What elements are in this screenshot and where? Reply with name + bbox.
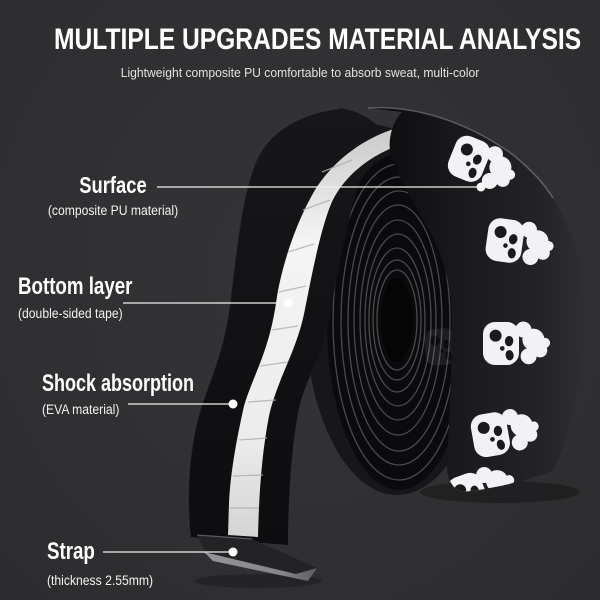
callout-shock-absorption: Shock absorption (EVA material) — [42, 370, 245, 417]
strap-label: Strap — [47, 538, 95, 565]
shock-absorption-callout-dot — [228, 399, 238, 409]
strap-end-blade — [196, 534, 317, 581]
skull-print-band — [367, 106, 584, 492]
callout-dots — [228, 182, 486, 557]
bottom-layer-label: Bottom layer — [18, 273, 133, 300]
shock-absorption-sublabel: (EVA material) — [42, 402, 120, 417]
coil-center-hole — [381, 278, 413, 362]
surface-callout-dot — [476, 182, 486, 192]
callout-surface: Surface (composite PU material) — [33, 172, 193, 218]
bottom-layer-sublabel: (double-sided tape) — [18, 306, 123, 321]
band-top-highlight — [367, 106, 554, 199]
shock-absorption-label: Shock absorption — [42, 370, 195, 397]
callout-lines — [103, 186, 481, 553]
bottom-layer-callout-dot — [283, 298, 293, 308]
tape-segment-lines — [230, 159, 353, 509]
page-subtitle: Lightweight composite PU comfortable to … — [120, 66, 480, 80]
strap-callout-dot — [228, 547, 238, 557]
callout-strap: Strap (thickness 2.55mm) — [47, 538, 165, 588]
surface-sublabel: (composite PU material) — [47, 203, 179, 218]
page-title: MULTIPLE UPGRADES MATERIAL ANALYSIS — [54, 23, 582, 56]
strap-sublabel: (thickness 2.55mm) — [47, 573, 154, 588]
double-sided-tape-strip — [228, 126, 413, 537]
surface-label: Surface — [79, 172, 147, 198]
callout-bottom-layer: Bottom layer (double-sided tape) — [18, 273, 165, 321]
